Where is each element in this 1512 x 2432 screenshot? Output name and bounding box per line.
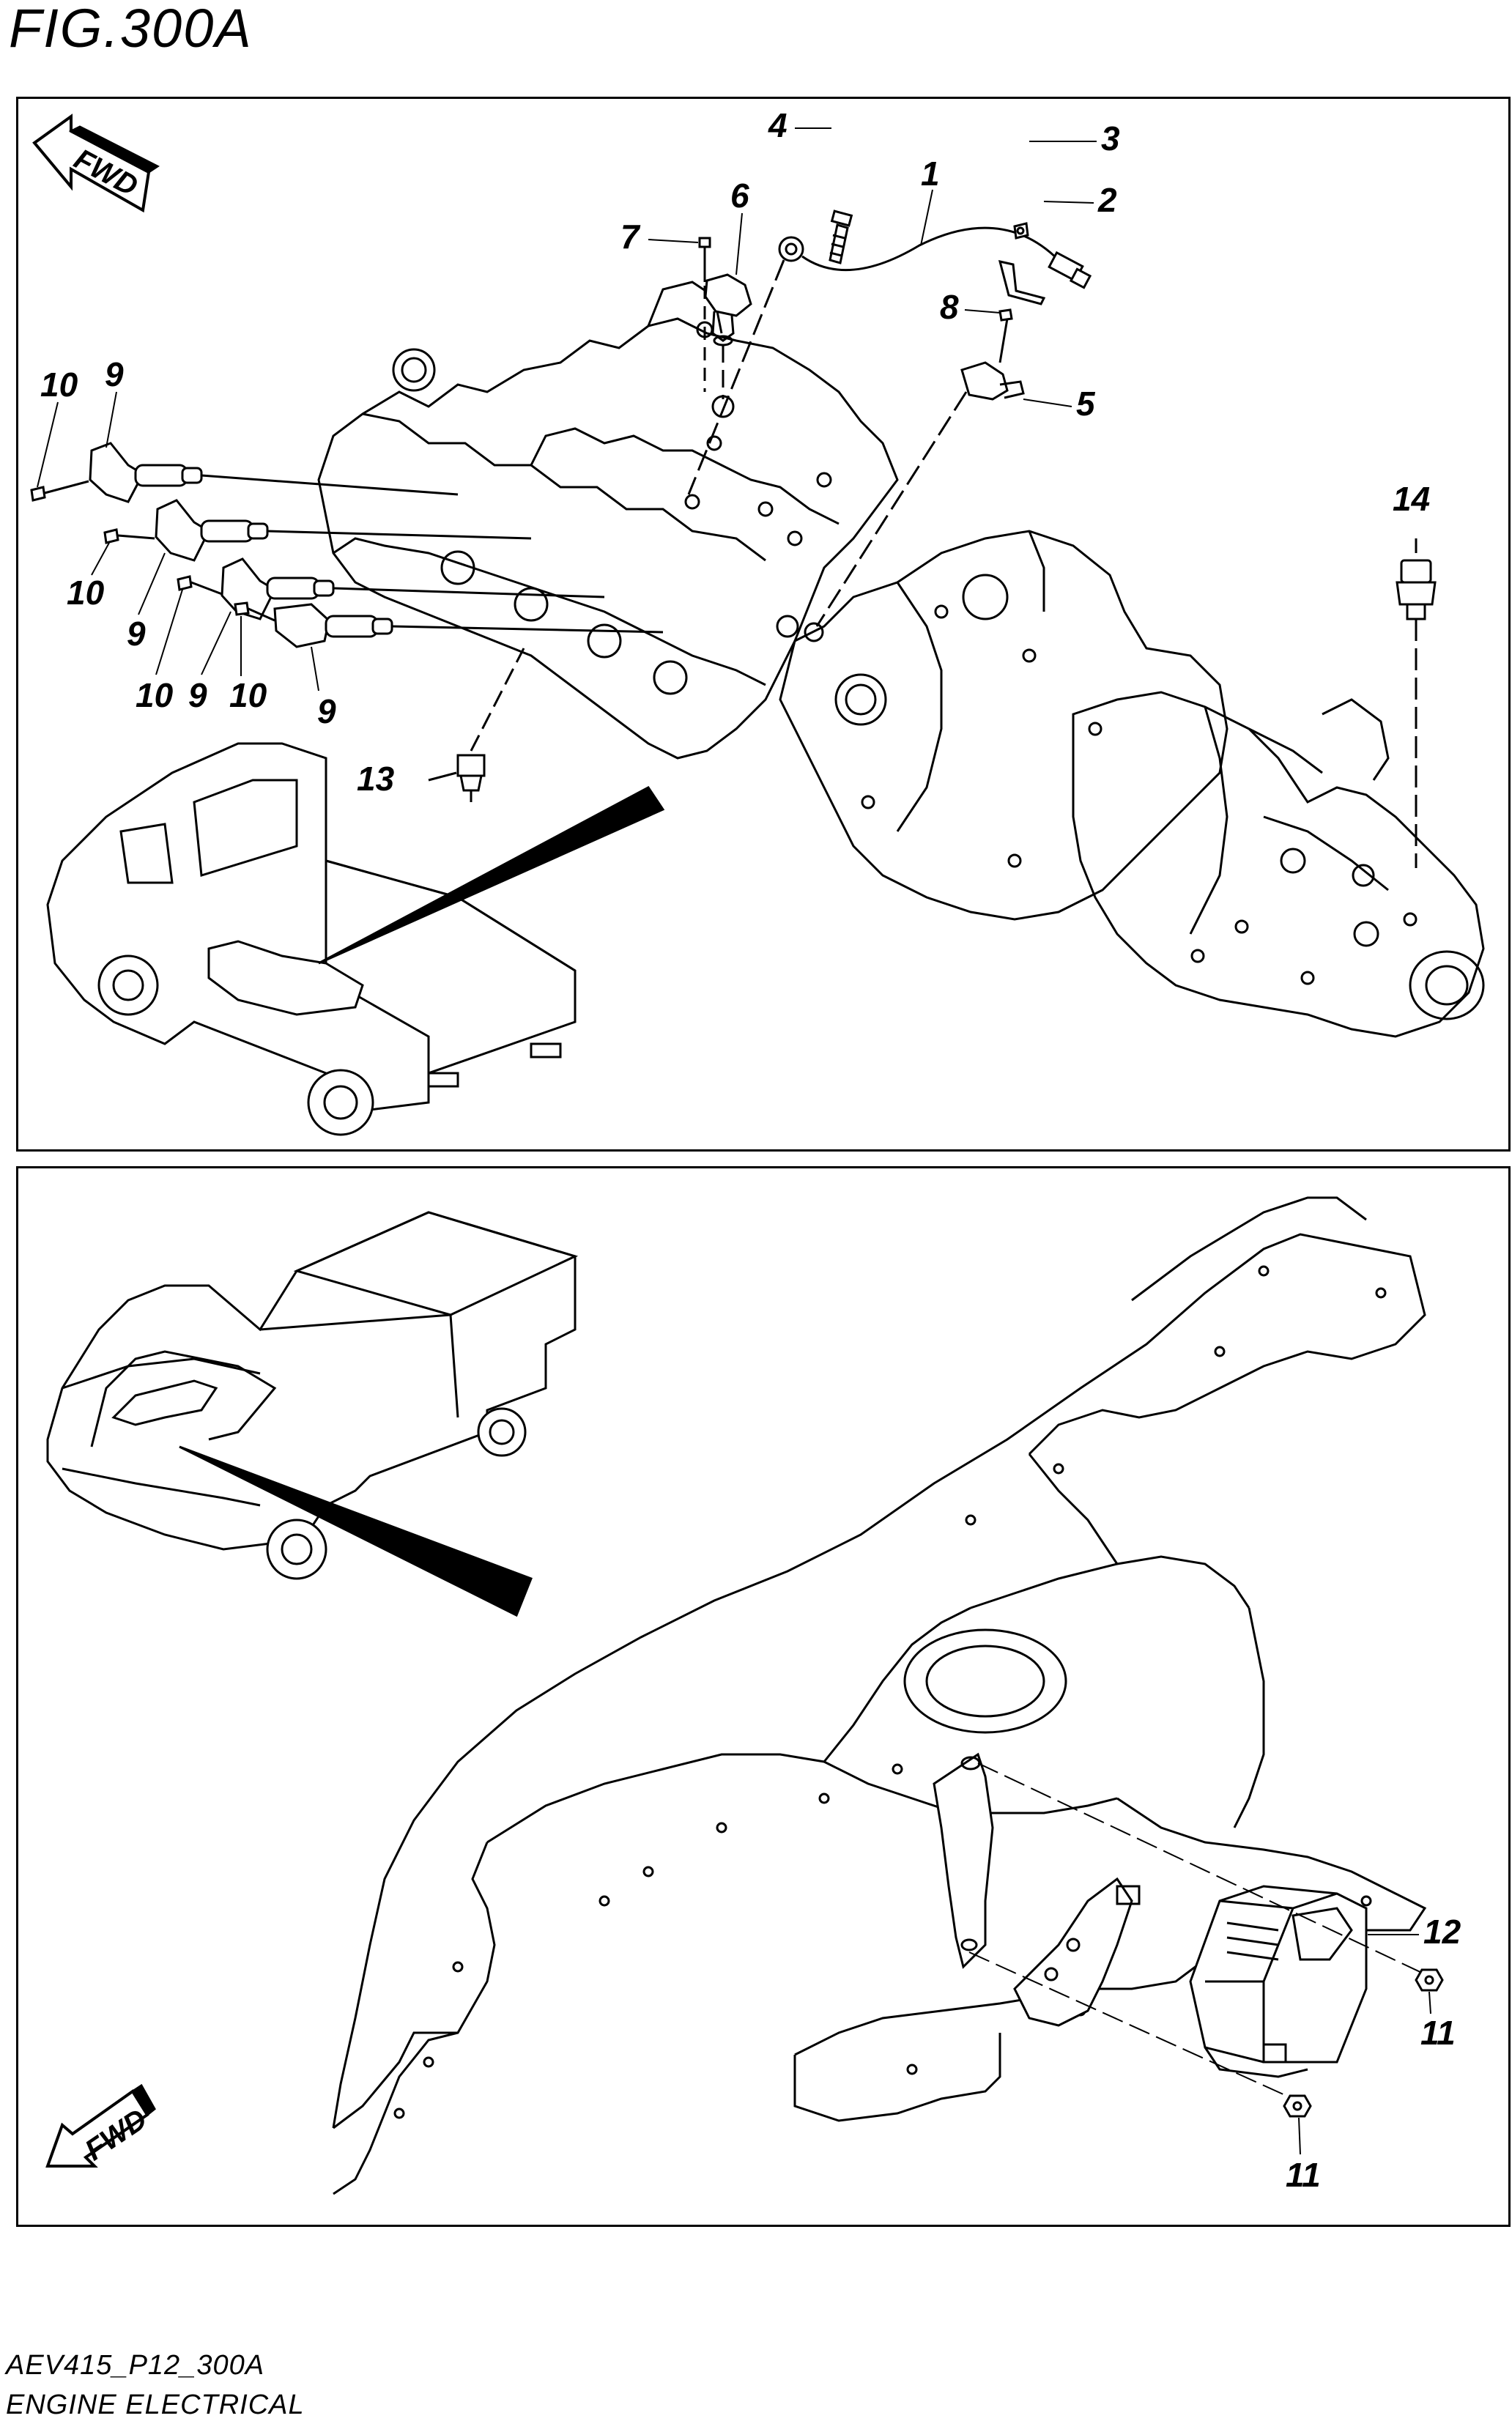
ecm-bracket — [933, 1752, 1141, 2027]
callout-4: 4 — [768, 106, 788, 144]
callout-10-a: 10 — [40, 366, 78, 404]
oil-pressure-switch-13 — [428, 648, 525, 802]
bolt-4 — [829, 210, 853, 264]
ignition-coils — [30, 442, 664, 648]
fwd-arrow-icon: FWD — [32, 114, 160, 213]
truck-front-view-illustration — [46, 1211, 579, 1617]
section-name: ENGINE ELECTRICAL — [6, 2390, 305, 2420]
callout-12: 12 — [1423, 1913, 1461, 1951]
crank-position-sensor — [776, 308, 1025, 642]
callout-9-a: 9 — [105, 355, 124, 393]
callout-10-c: 10 — [136, 676, 174, 714]
pressure-switch-14 — [1396, 538, 1437, 868]
callout-14: 14 — [1393, 480, 1430, 518]
callout-13: 13 — [357, 760, 395, 798]
engine-diagram-panel: FWD — [16, 97, 1511, 1152]
transfer-case — [1072, 691, 1485, 1038]
callout-1: 1 — [921, 155, 940, 193]
knock-sensor-harness — [687, 226, 1092, 495]
callout-11-a: 11 — [1420, 2014, 1456, 2052]
figure-title: FIG.300A — [9, 0, 253, 59]
callout-10-d: 10 — [229, 676, 267, 714]
transmission-housing — [779, 530, 1228, 921]
drawing-code: AEV415_P12_300A — [6, 2350, 265, 2381]
ecm-mounting-panel: FWD — [16, 1166, 1511, 2227]
callout-11-b: 11 — [1286, 2156, 1321, 2194]
cam-position-sensor — [696, 237, 752, 418]
callout-10-b: 10 — [67, 574, 105, 612]
callout-5: 5 — [1076, 385, 1096, 423]
callout-6: 6 — [730, 177, 749, 215]
callout-8: 8 — [940, 288, 959, 326]
callout-9-d: 9 — [317, 692, 336, 730]
engine-block — [317, 281, 899, 760]
callout-7: 7 — [620, 218, 641, 256]
callout-9-b: 9 — [127, 615, 146, 653]
fwd-arrow-icon: FWD — [45, 2083, 156, 2168]
truck-rear-view-illustration — [46, 742, 665, 1136]
harness-bracket — [998, 222, 1046, 305]
engine-control-module — [1189, 1885, 1368, 2078]
callout-3: 3 — [1101, 119, 1120, 157]
nut-11-upper — [1415, 1968, 1444, 1992]
callout-2: 2 — [1097, 181, 1117, 219]
nut-11-lower — [1283, 2094, 1312, 2118]
callout-9-c: 9 — [188, 676, 207, 714]
